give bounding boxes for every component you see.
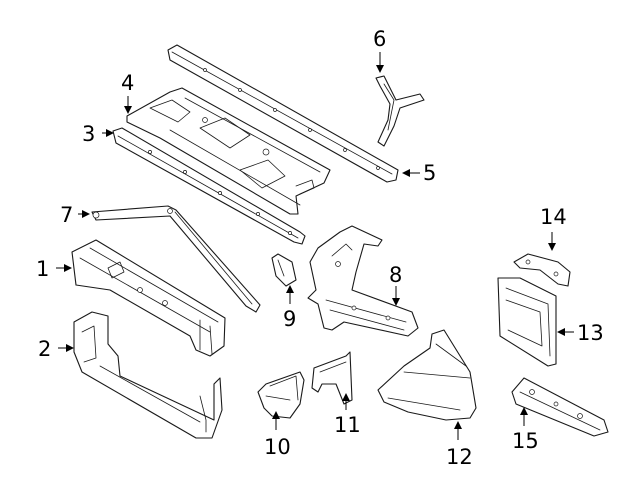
callout-7: 7 <box>60 203 73 227</box>
callout-15: 15 <box>512 429 539 453</box>
callout-2: 2 <box>38 337 51 361</box>
part-5-top-rail <box>167 44 399 183</box>
part-6-y-bracket <box>375 75 425 147</box>
callout-14: 14 <box>540 205 567 229</box>
part-11-curved-air-guide <box>311 351 353 405</box>
part-12-air-deflector <box>377 329 477 421</box>
callout-12: 12 <box>446 445 473 469</box>
part-10-duct-clip <box>257 371 305 419</box>
callout-9: 9 <box>283 307 296 331</box>
callout-8: 8 <box>389 263 402 287</box>
callout-3: 3 <box>82 122 95 146</box>
callout-labels: 1 2 3 4 5 6 7 8 9 10 11 12 13 14 15 <box>36 27 604 469</box>
callout-10: 10 <box>264 435 291 459</box>
callout-11: 11 <box>334 413 361 437</box>
part-2-radiator-support-lower <box>73 311 223 439</box>
callout-1: 1 <box>36 257 49 281</box>
callout-13: 13 <box>577 321 604 345</box>
leaders <box>56 52 574 440</box>
part-8-side-bracket <box>307 225 419 337</box>
part-9-small-bracket <box>271 253 297 287</box>
part-4-upper-cover-panel <box>126 87 331 215</box>
part-3-upper-tie-bar <box>112 127 306 245</box>
callout-4: 4 <box>121 71 134 95</box>
callout-6: 6 <box>373 27 386 51</box>
part-14-mounting-bracket <box>513 253 571 287</box>
part-13-side-air-panel <box>497 277 557 367</box>
part-1-radiator-support-upper <box>71 239 226 357</box>
part-7-diagonal-brace <box>91 205 261 313</box>
part-15-lower-bracket <box>511 377 609 437</box>
callout-5: 5 <box>423 161 436 185</box>
